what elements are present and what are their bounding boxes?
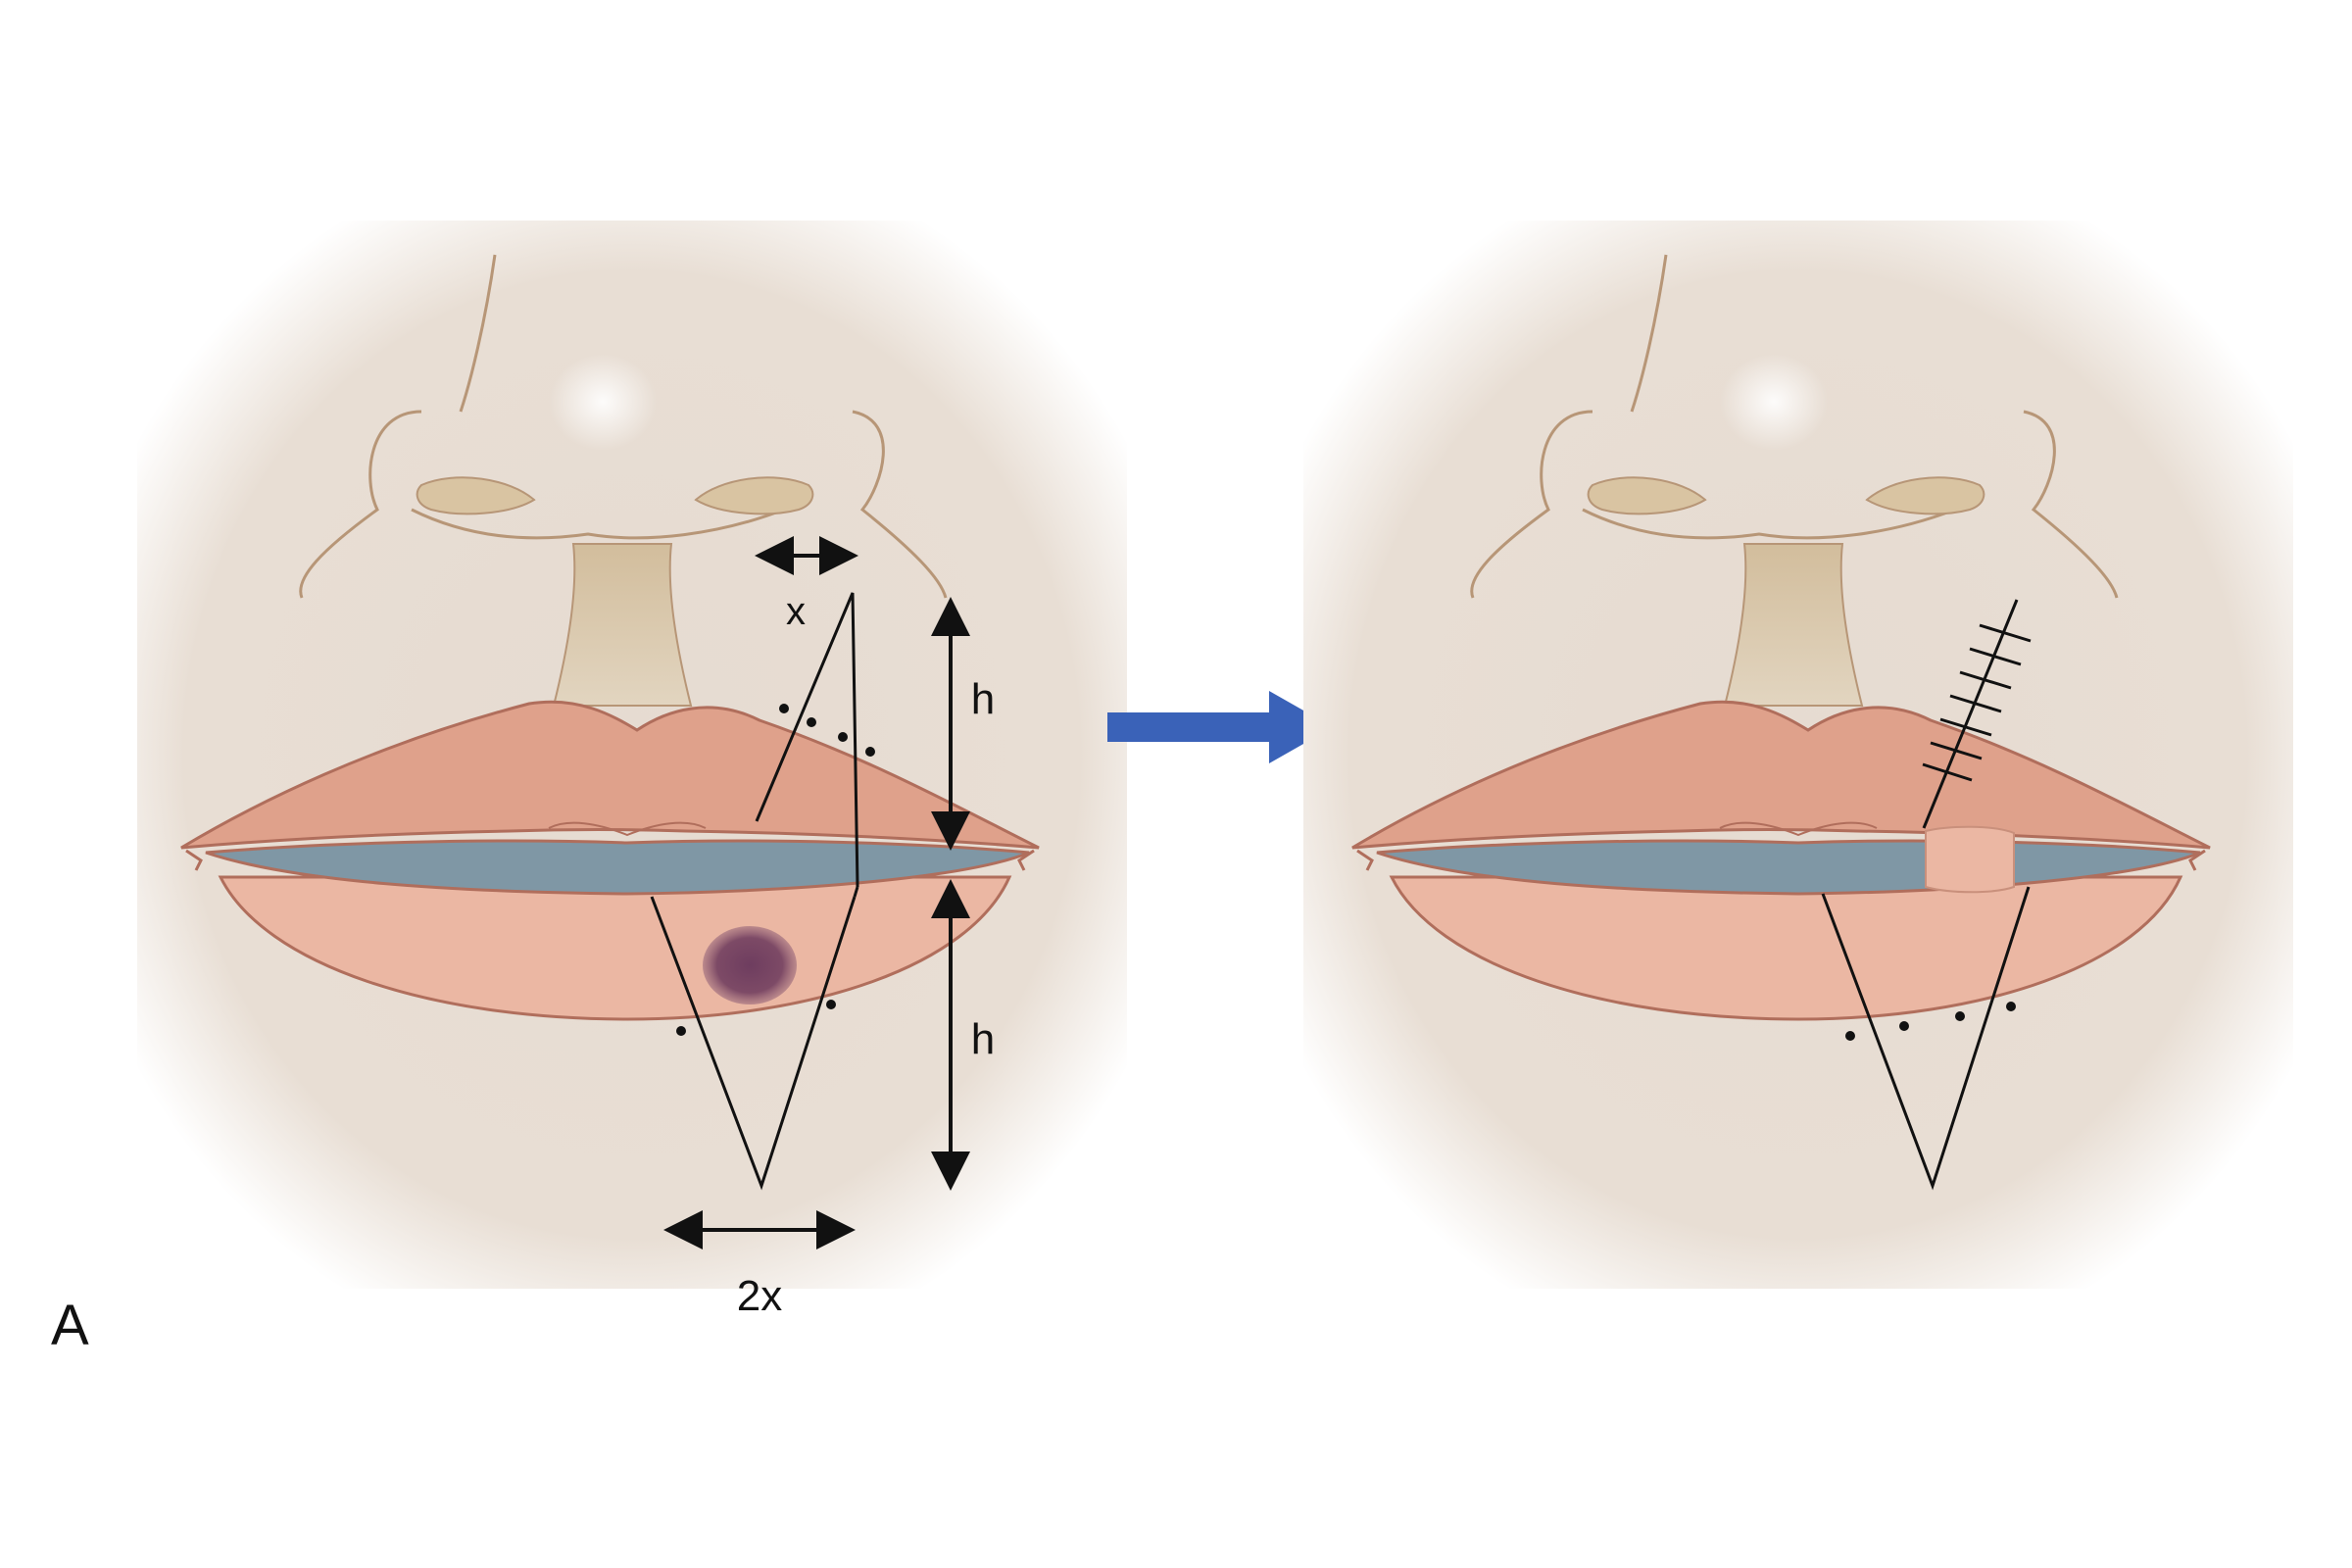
dot <box>838 732 848 742</box>
donor-flap-outline-upper <box>755 592 859 888</box>
flap-pedicle-segment <box>853 886 859 898</box>
lower-repair-outline <box>1821 886 2031 1191</box>
vermilion-border-dots-lower <box>676 1000 836 1036</box>
height-label-upper: h <box>971 675 995 723</box>
oral-commissure-right <box>1017 849 1035 871</box>
suture <box>1949 694 2002 713</box>
left-ala-line <box>299 410 422 599</box>
dot <box>1845 1031 1855 1041</box>
transition-arrow <box>1107 691 1333 763</box>
transposed-flap <box>1925 825 2015 894</box>
vermilion-border-dots <box>1845 1002 2016 1041</box>
left-nostril <box>1587 476 1707 515</box>
right-nostril <box>1865 476 1985 515</box>
dot <box>1899 1021 1909 1031</box>
vermilion-border-dots-upper <box>779 704 875 757</box>
dot <box>2006 1002 2016 1011</box>
width-label-bottom: 2x <box>737 1272 782 1320</box>
right-ala-line <box>2023 410 2119 599</box>
nose <box>1470 254 2119 599</box>
right-nostril <box>694 476 814 515</box>
suture <box>1930 741 1983 760</box>
panel-after <box>1303 220 2293 1289</box>
suture <box>1922 762 1973 782</box>
suture <box>1979 623 2032 643</box>
upper-incision-line <box>1922 599 2019 829</box>
nose-bridge-line <box>459 254 497 413</box>
nose-tip-highlight <box>1720 353 1828 451</box>
upper-lip <box>1351 700 2211 850</box>
philtrum <box>552 543 693 707</box>
oral-commissure-right <box>2188 849 2206 871</box>
dot <box>779 704 789 713</box>
panel-before: x h h 2x <box>137 220 1127 1320</box>
suture <box>1939 717 1992 737</box>
panel-label: A <box>51 1294 89 1357</box>
columella-line <box>1582 508 1956 540</box>
cupid-bow-inner <box>1719 821 1878 837</box>
excision-wedge-outline-lower <box>650 896 857 1191</box>
height-label-lower: h <box>971 1015 995 1063</box>
dot <box>676 1026 686 1036</box>
lower-lip <box>1389 875 2183 1021</box>
nose <box>299 254 948 599</box>
nose-bridge-line <box>1630 254 1668 413</box>
dot <box>826 1000 836 1009</box>
oral-commissure-left <box>1356 849 1374 871</box>
oral-commissure-left <box>185 849 203 871</box>
lesion <box>703 926 797 1004</box>
nose-tip-highlight <box>549 353 657 451</box>
left-nostril <box>416 476 536 515</box>
right-ala-line <box>852 410 948 599</box>
dot <box>807 717 816 727</box>
dot <box>865 747 875 757</box>
suture-marks <box>1922 623 2032 782</box>
dot <box>1955 1011 1965 1021</box>
philtrum <box>1723 543 1864 707</box>
suture <box>1969 647 2022 666</box>
cupid-bow-inner <box>548 821 707 837</box>
width-label-top: x <box>786 590 806 633</box>
left-ala-line <box>1470 410 1593 599</box>
upper-lip <box>180 700 1040 850</box>
suture <box>1959 670 2012 690</box>
columella-line <box>411 508 785 540</box>
